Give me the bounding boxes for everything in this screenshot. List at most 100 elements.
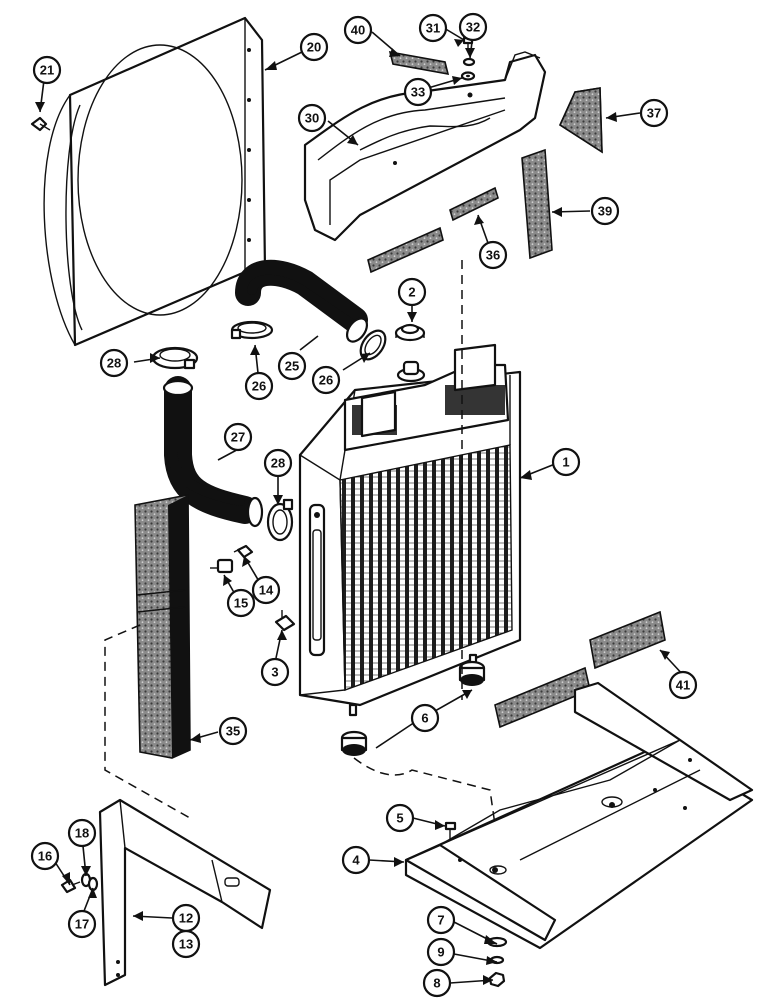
svg-text:9: 9 [437,945,444,960]
callout-26-right: 26 [311,365,341,395]
svg-text:27: 27 [231,430,245,445]
svg-text:40: 40 [351,23,365,38]
washer-32 [462,57,476,67]
svg-text:2: 2 [408,285,415,300]
callout-31: 31 [418,13,448,43]
callout-6: 6 [410,703,440,733]
screw-16 [60,878,81,894]
callout-28-upper: 28 [99,348,129,378]
hose-clamp-28-lower [266,498,294,542]
callout-32: 32 [458,12,488,42]
callout-33: 33 [403,77,433,107]
callout-20: 20 [299,32,329,62]
callout-30: 30 [297,103,327,133]
svg-text:35: 35 [226,724,240,739]
fitting-15 [210,558,234,574]
svg-text:20: 20 [307,40,321,55]
callout-17: 17 [67,909,97,939]
svg-text:8: 8 [433,976,440,991]
callout-21: 21 [32,55,62,85]
svg-text:21: 21 [40,63,54,78]
callout-7: 7 [426,905,456,935]
callout-39: 39 [590,196,620,226]
callout-40: 40 [343,15,373,45]
callout-14: 14 [251,575,281,605]
callout-27: 27 [223,422,253,452]
svg-text:12: 12 [179,911,193,926]
svg-text:26: 26 [319,373,333,388]
rubber-mount-lower [340,730,368,756]
svg-text:36: 36 [486,248,500,263]
svg-text:28: 28 [107,356,121,371]
svg-text:13: 13 [179,937,193,952]
callout-41: 41 [668,670,698,700]
callout-5: 5 [385,803,415,833]
svg-text:4: 4 [352,853,360,868]
svg-text:32: 32 [466,20,480,35]
foam-strip-40 [388,50,450,76]
svg-text:33: 33 [411,85,425,100]
svg-text:16: 16 [38,849,52,864]
svg-text:14: 14 [259,583,274,598]
foam-strip-36 [367,186,499,274]
callout-8: 8 [422,968,452,998]
foam-block-39 [521,148,553,260]
callout-2: 2 [397,277,427,307]
foam-column-35 [134,494,191,759]
hose-clamp-26-left [230,320,274,340]
callout-9: 9 [426,937,456,967]
svg-text:26: 26 [252,379,266,394]
svg-text:25: 25 [285,359,299,374]
callout-35: 35 [218,716,248,746]
svg-text:17: 17 [75,917,89,932]
upper-hose [235,259,369,343]
callout-16: 16 [30,841,60,871]
svg-text:6: 6 [421,711,428,726]
lower-hose [162,376,264,528]
callout-36: 36 [478,240,508,270]
callout-25: 25 [277,351,307,381]
assembly-guide-lines [104,260,501,861]
callout-26-left: 26 [244,371,274,401]
radiator [298,343,522,717]
svg-text:5: 5 [396,811,403,826]
foam-strip-41 [494,610,666,729]
svg-text:28: 28 [271,456,285,471]
svg-text:3: 3 [271,665,278,680]
callout-13: 13 [171,929,201,959]
callout-37: 37 [639,98,669,128]
seal-37 [558,87,603,154]
washer-33 [460,71,476,81]
svg-text:41: 41 [676,678,690,693]
hose-clamp-28-upper [151,346,199,370]
fitting-14 [233,544,254,559]
callout-3: 3 [260,657,290,687]
callout-18: 18 [67,818,97,848]
svg-text:30: 30 [305,111,319,126]
rubber-mount-upper [458,660,486,686]
callout-4: 4 [341,845,371,875]
drain-valve [274,610,296,632]
callout-28-lower: 28 [263,448,293,478]
mounting-frame [404,681,754,950]
svg-text:37: 37 [647,106,661,121]
svg-text:7: 7 [437,913,444,928]
bolt-5 [444,821,457,840]
radiator-cap [394,323,426,342]
hose-clamp-26-right [359,329,387,361]
svg-text:31: 31 [426,21,440,36]
bolt-21 [30,116,51,132]
nut-8 [488,971,506,988]
svg-text:15: 15 [234,596,248,611]
callout-1: 1 [551,447,581,477]
top-baffle [303,51,547,242]
leader-arrowheads [35,39,670,985]
svg-text:39: 39 [598,204,612,219]
svg-text:18: 18 [75,826,89,841]
svg-text:1: 1 [562,455,569,470]
callout-15: 15 [226,588,256,618]
fan-shroud [43,16,267,347]
callout-12: 12 [171,903,201,933]
lower-bracket [98,798,272,987]
